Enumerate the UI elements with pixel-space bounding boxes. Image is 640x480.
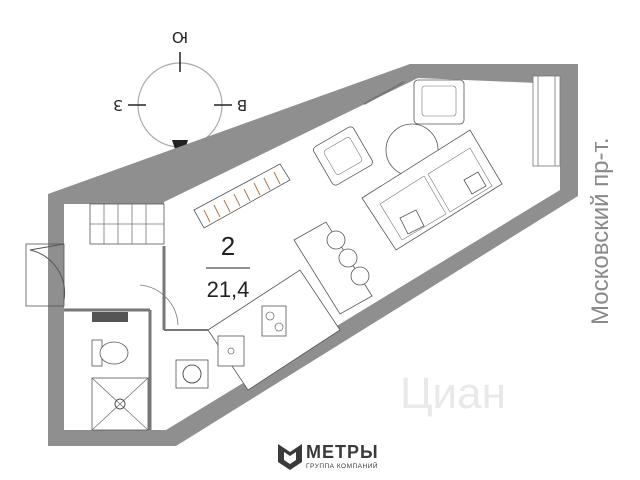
watermark: Циан	[400, 369, 506, 418]
bathroom	[91, 312, 209, 431]
bar-stool-icon	[326, 230, 346, 250]
toilet-icon	[91, 339, 129, 367]
cooktop-icon	[261, 305, 287, 337]
logo-name: МЕТРЫ	[306, 442, 379, 462]
entry-area	[25, 203, 179, 326]
partitions	[64, 246, 208, 430]
company-logo: МЕТРЫ ГРУППА КОМПАНИЙ	[278, 442, 379, 470]
sofa-icon	[361, 129, 503, 251]
towel-rack-icon	[92, 312, 128, 322]
kitchen-sink-icon	[217, 335, 245, 367]
bar-stool-icon	[338, 248, 358, 268]
room-number: 2	[221, 231, 235, 261]
shower-icon	[91, 377, 149, 431]
kitchen	[207, 221, 373, 391]
walls	[48, 64, 578, 446]
wardrobe-icon	[193, 163, 291, 229]
radiator-icon	[363, 81, 405, 105]
bar-stool-icon	[350, 266, 370, 286]
room-label: 2 21,4	[206, 231, 250, 302]
room-area: 21,4	[207, 277, 250, 302]
street-label: Московский пр-т.	[587, 137, 614, 325]
logo-icon	[278, 444, 302, 470]
compass-east: В	[237, 96, 247, 114]
bar-counter	[293, 221, 373, 315]
compass-west: З	[113, 96, 123, 114]
living-area	[313, 79, 503, 251]
sink-icon	[175, 359, 209, 389]
armchair-icon	[313, 126, 373, 186]
armchair-icon	[413, 79, 465, 125]
logo-subtitle: ГРУППА КОМПАНИЙ	[306, 461, 378, 470]
window-bay	[532, 75, 561, 167]
compass-south: Ю	[172, 28, 188, 46]
